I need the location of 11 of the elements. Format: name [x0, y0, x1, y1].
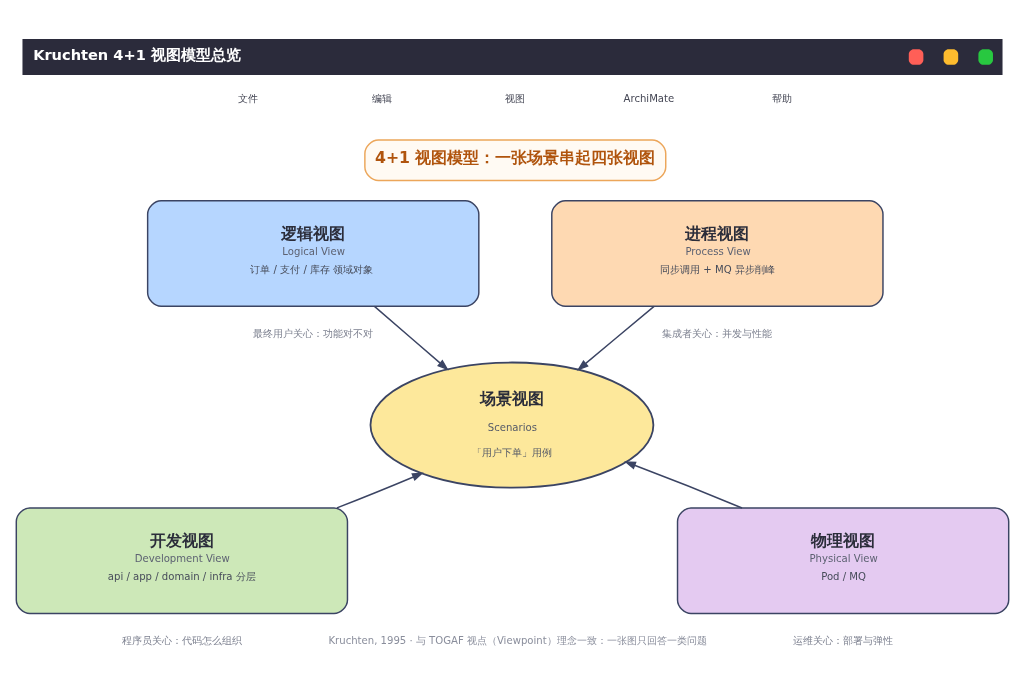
node-label: 程序员关心：代码怎么组织	[121, 634, 242, 646]
node-label: 运维关心：部署与弹性	[792, 634, 893, 646]
label: 帮助	[771, 92, 792, 104]
label: ArchiMate	[623, 92, 674, 104]
diagram-title: Kruchten 4+1 视图模型总览	[32, 45, 241, 63]
node-label: 最终用户关心：功能对不对	[252, 327, 373, 339]
label: 编辑	[371, 92, 392, 104]
caption: Kruchten, 1995 · 与 TOGAF 视点（Viewpoint）理念一致：一张图只回答一类问题	[327, 634, 707, 646]
label: 文件	[237, 92, 258, 104]
label: 视图	[504, 92, 525, 104]
node-label: 集成者关心：并发与性能	[661, 327, 772, 339]
